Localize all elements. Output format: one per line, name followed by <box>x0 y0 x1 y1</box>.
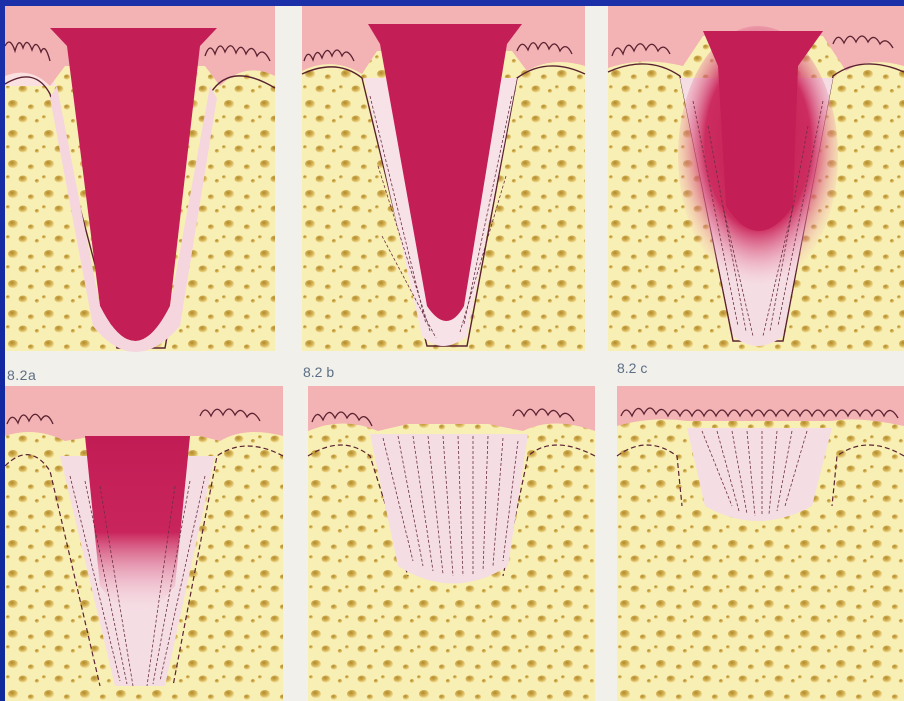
panel-d <box>5 386 283 701</box>
panel-c <box>608 6 904 351</box>
socket-healing-illustration: 8.2a 8.2 b 8.2 c <box>5 6 904 701</box>
figure-frame: 8.2a 8.2 b 8.2 c <box>5 6 904 701</box>
panel-b <box>302 6 585 351</box>
panel-a <box>5 6 275 352</box>
panel-f <box>617 386 904 701</box>
panel-e <box>308 386 595 701</box>
caption-8-2b: 8.2 b <box>303 364 334 380</box>
caption-8-2a: 8.2a <box>7 367 36 383</box>
caption-8-2c: 8.2 c <box>617 360 647 376</box>
